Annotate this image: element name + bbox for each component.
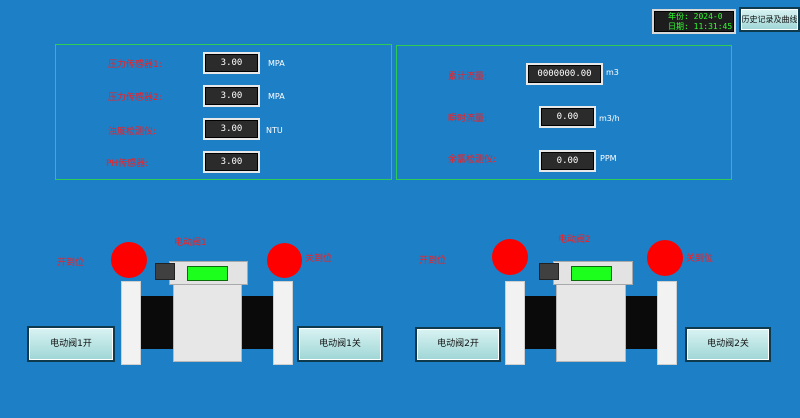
valve-2-title: 电动阀2 (558, 235, 591, 245)
valve-1-open-position-label: 开到位 (57, 258, 85, 268)
valve-2-close-button[interactable]: 电动阀2关 (685, 327, 771, 362)
instant-flow-value: 0.00 (539, 106, 596, 128)
valve-1-open-indicator (111, 242, 147, 278)
valve-1-close-position-label: 关到位 (305, 254, 333, 264)
valve-2-body (556, 283, 626, 362)
pressure-sensor-1-label: 压力传感器1: (108, 60, 162, 70)
instant-flow-unit: m3/h (599, 114, 620, 123)
valve-2-close-indicator (647, 240, 683, 276)
valve-2-open-indicator (492, 239, 528, 275)
valve-1-actuator-knob (155, 263, 175, 280)
history-button[interactable]: 历史记录及曲线 (739, 7, 800, 32)
pressure-sensor-1-unit: MPA (268, 59, 285, 68)
pressure-sensor-1-value: 3.00 (203, 52, 260, 74)
turbidity-meter-value: 3.00 (203, 118, 260, 140)
valve-1-open-button[interactable]: 电动阀1开 (27, 326, 115, 362)
sensor-panel-right: 累计流量: 0000000.00 m3 瞬时流量: 0.00 m3/h 余氯检测… (396, 45, 732, 180)
valve-1-close-indicator (267, 243, 302, 278)
pressure-sensor-2-label: 压力传感器2: (108, 93, 162, 103)
turbidity-meter-label: 浊度检测仪: (108, 127, 157, 137)
datetime-display: 年份: 2024-0 日期: 11:31:45 (652, 9, 736, 34)
cumulative-flow-value: 0000000.00 (526, 63, 603, 85)
valve-1-right-flange (273, 281, 293, 365)
sensor-panel-left: 压力传感器1: 3.00 MPA 压力传感器2: 3.00 MPA 浊度检测仪:… (55, 44, 392, 180)
valve-1-body (173, 283, 242, 362)
datetime-line1: 年份: 2024-0 (668, 12, 723, 21)
valve-2-right-flange (657, 281, 677, 365)
cumulative-flow-label: 累计流量: (448, 72, 488, 82)
valve-1-title: 电动阀1 (174, 238, 207, 248)
pressure-sensor-2-value: 3.00 (203, 85, 260, 107)
residual-chlorine-value: 0.00 (539, 150, 596, 172)
valve-1-close-button[interactable]: 电动阀1关 (297, 326, 383, 362)
pressure-sensor-2-unit: MPA (268, 92, 285, 101)
valve-1-status-indicator (187, 266, 228, 281)
valve-2-left-flange (505, 281, 525, 365)
valve-2-status-indicator (571, 266, 612, 281)
valve-2-actuator-knob (539, 263, 559, 280)
datetime-line2: 日期: 11:31:45 (668, 22, 733, 31)
residual-chlorine-unit: PPM (600, 154, 617, 163)
cumulative-flow-unit: m3 (606, 68, 619, 77)
valve-2-open-position-label: 开到位 (419, 256, 447, 266)
valve-2-close-position-label: 关到位 (686, 254, 714, 264)
turbidity-meter-unit: NTU (266, 126, 283, 135)
residual-chlorine-label: 余氯检测仪: (448, 155, 497, 165)
instant-flow-label: 瞬时流量: (448, 114, 488, 124)
valve-1-left-flange (121, 281, 141, 365)
valve-2-open-button[interactable]: 电动阀2开 (415, 327, 501, 362)
ph-sensor-value: 3.00 (203, 151, 260, 173)
ph-sensor-label: PH传感器: (106, 159, 149, 169)
